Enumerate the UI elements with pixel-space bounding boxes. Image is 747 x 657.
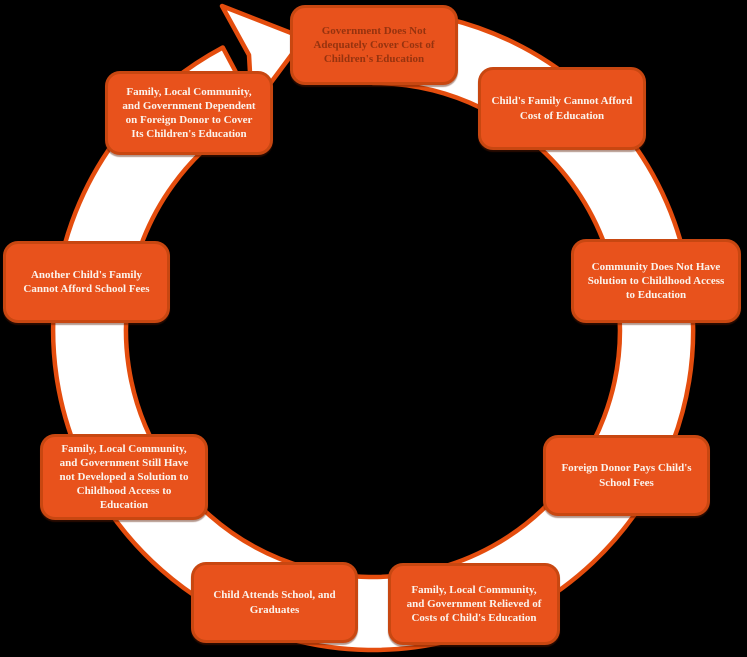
cycle-node-government-funding-gap: Government Does Not Adequately Cover Cos… xyxy=(290,5,458,85)
cycle-node-child-graduates: Child Attends School, and Graduates xyxy=(191,562,358,643)
cycle-node-label: Community Does Not Have Solution to Chil… xyxy=(587,260,725,302)
cycle-node-no-solution-developed: Family, Local Community, and Government … xyxy=(40,434,208,520)
cycle-node-label: Government Does Not Adequately Cover Cos… xyxy=(313,24,435,66)
cycle-node-label: Child's Family Cannot Afford Cost of Edu… xyxy=(491,95,633,122)
cycle-node-label: Family, Local Community, and Government … xyxy=(59,442,189,512)
cycle-node-label: Child Attends School, and Graduates xyxy=(213,589,336,616)
cycle-node-another-family-cannot-afford: Another Child's Family Cannot Afford Sch… xyxy=(3,241,170,323)
cycle-node-label: Family, Local Community, and Government … xyxy=(406,583,542,625)
cycle-node-community-no-solution: Community Does Not Have Solution to Chil… xyxy=(571,239,741,323)
cycle-node-label: Another Child's Family Cannot Afford Sch… xyxy=(23,268,150,295)
cycle-node-foreign-donor-pays: Foreign Donor Pays Child's School Fees xyxy=(543,435,710,516)
cycle-node-costs-relieved: Family, Local Community, and Government … xyxy=(388,563,560,645)
cycle-node-dependent-on-donor: Family, Local Community, and Government … xyxy=(105,71,273,155)
cycle-node-family-cannot-afford: Child's Family Cannot Afford Cost of Edu… xyxy=(478,67,646,150)
cycle-node-label: Foreign Donor Pays Child's School Fees xyxy=(561,462,692,489)
cycle-node-label: Family, Local Community, and Government … xyxy=(122,85,256,141)
